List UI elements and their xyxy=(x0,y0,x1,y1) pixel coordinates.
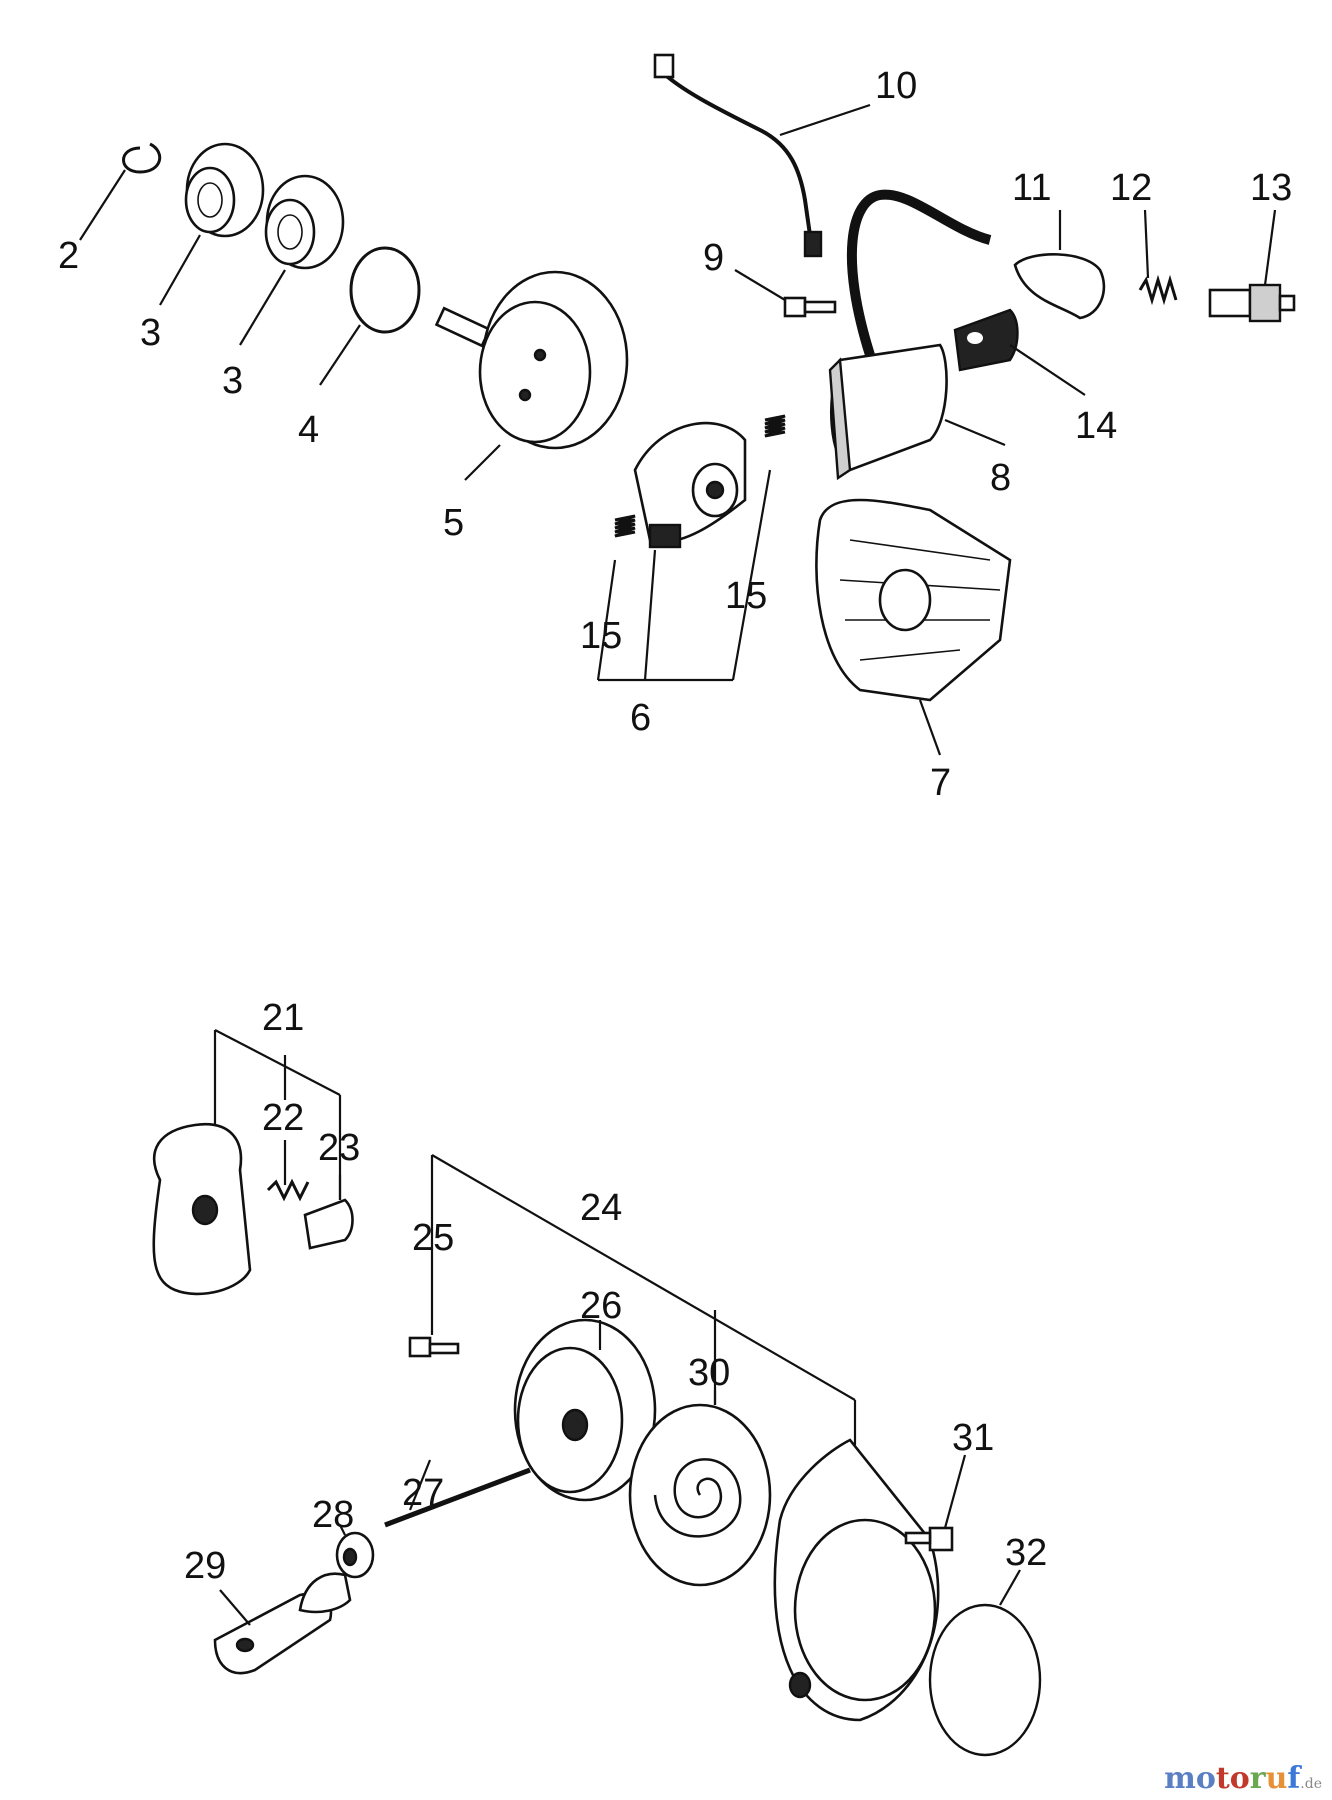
part-31-bolt xyxy=(904,1526,954,1552)
callout-9: 9 xyxy=(703,237,724,279)
part-12-terminal-spring xyxy=(1138,274,1178,306)
callout-5: 5 xyxy=(443,502,464,544)
callout-15b: 15 xyxy=(725,575,767,617)
part-9-bolt xyxy=(783,296,837,318)
callout-31: 31 xyxy=(952,1417,994,1459)
part-15-spring-left xyxy=(614,514,636,538)
callout-26: 26 xyxy=(580,1285,622,1327)
callout-14: 14 xyxy=(1075,405,1117,447)
callout-30: 30 xyxy=(688,1352,730,1394)
callout-6: 6 xyxy=(630,697,651,739)
part-24-starter-case xyxy=(773,1438,940,1722)
part-29-starter-handle xyxy=(213,1572,352,1675)
part-2-circlip xyxy=(122,142,162,174)
callout-15a: 15 xyxy=(580,615,622,657)
part-13-spark-plug xyxy=(1208,283,1296,323)
part-15-spring-right xyxy=(764,414,786,438)
part-3-bearing-a xyxy=(184,142,265,238)
callout-2: 2 xyxy=(58,235,79,277)
part-6-clutch-shoe xyxy=(633,421,747,549)
part-27-rope xyxy=(384,1467,531,1528)
callout-24: 24 xyxy=(580,1187,622,1229)
part-32-seal-ring xyxy=(928,1603,1042,1757)
callout-27: 27 xyxy=(402,1472,444,1514)
part-21-ratchet-pulley xyxy=(152,1122,252,1296)
callout-32: 32 xyxy=(1005,1532,1047,1574)
lower-leader-lines xyxy=(213,1029,1021,1626)
callout-7: 7 xyxy=(930,762,951,804)
part-11-plug-cap xyxy=(1013,253,1106,320)
callout-12: 12 xyxy=(1110,167,1152,209)
callout-23: 23 xyxy=(318,1127,360,1169)
callout-8: 8 xyxy=(990,457,1011,499)
part-28-bushing xyxy=(335,1531,375,1579)
lower-callouts: 21 22 23 24 25 26 27 28 29 30 31 32 xyxy=(184,997,1047,1587)
callout-28: 28 xyxy=(312,1494,354,1536)
callout-3b: 3 xyxy=(222,360,243,402)
part-26-rope-reel xyxy=(513,1318,657,1502)
part-25-bolt xyxy=(408,1336,460,1358)
part-8-ignition-coil xyxy=(828,189,992,481)
part-30-recoil-spring xyxy=(628,1403,772,1587)
part-5-clutch-drum xyxy=(434,270,629,450)
part-7-flywheel xyxy=(815,498,1012,702)
callout-25: 25 xyxy=(412,1217,454,1259)
part-10-stop-wire xyxy=(653,53,823,258)
part-4-snap-ring xyxy=(349,246,421,334)
callout-4: 4 xyxy=(298,409,319,451)
part-23-pawl xyxy=(303,1198,354,1250)
motoruf-watermark-logo: motoruf.de xyxy=(1164,1761,1322,1796)
callout-29: 29 xyxy=(184,1545,226,1587)
part-3-bearing-b xyxy=(264,174,345,270)
callout-13: 13 xyxy=(1250,167,1292,209)
upper-leader-lines xyxy=(79,103,1277,756)
upper-callouts: 2 3 3 4 5 6 7 8 9 10 11 12 13 14 15 15 xyxy=(58,65,1292,804)
callout-10: 10 xyxy=(875,65,917,107)
callout-11: 11 xyxy=(1012,167,1051,209)
callout-22: 22 xyxy=(262,1097,304,1139)
part-22-ratchet-spring xyxy=(266,1178,310,1202)
callout-3a: 3 xyxy=(140,312,161,354)
callout-21: 21 xyxy=(262,997,304,1039)
part-14-cover xyxy=(953,308,1019,372)
